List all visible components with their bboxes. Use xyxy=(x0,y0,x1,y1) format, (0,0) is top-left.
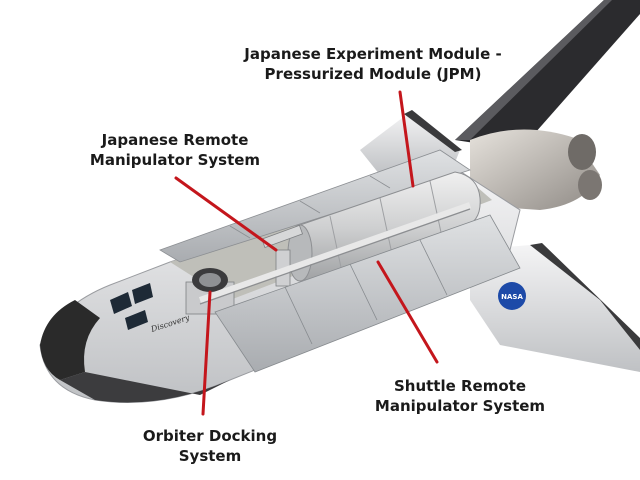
right-wing xyxy=(470,245,640,372)
door-seam xyxy=(229,225,251,239)
leader-line-ods xyxy=(201,290,212,416)
label-srms-line1: Shuttle Remote xyxy=(393,377,527,395)
label-ods: Orbiter Docking System xyxy=(110,426,310,466)
label-jrms: Japanese Remote Manipulator System xyxy=(70,130,280,170)
jpm-band xyxy=(329,215,343,273)
cockpit-window xyxy=(132,283,153,304)
payload-bay-door-upper xyxy=(159,149,471,263)
leader-line-jpm xyxy=(398,90,415,188)
jpm-band xyxy=(379,197,393,255)
srms-arm-shadow xyxy=(199,208,471,305)
jpm-band xyxy=(429,180,443,238)
door-seam xyxy=(419,239,448,296)
label-jrms-line2: Manipulator System xyxy=(89,151,261,169)
leader-line-jrms xyxy=(174,176,278,252)
srms-arm xyxy=(199,202,471,303)
label-jpm: Japanese Experiment Module - Pressurized… xyxy=(228,44,518,84)
cockpit-window xyxy=(125,310,148,330)
upper-wing-edge xyxy=(404,110,462,152)
label-ods-line1: Orbiter Docking xyxy=(142,427,278,445)
label-srms-line2: Manipulator System xyxy=(374,397,546,415)
payload-bay-door-lower xyxy=(214,214,521,373)
jrms-arm xyxy=(261,224,304,249)
vertical-tail xyxy=(455,0,640,150)
door-seam xyxy=(299,200,321,214)
door-seam xyxy=(284,286,313,345)
main-engine-bell xyxy=(578,170,602,200)
nasa-insignia xyxy=(498,282,526,310)
label-jrms-line1: Japanese Remote xyxy=(101,131,249,149)
nose-cap xyxy=(40,300,100,380)
label-jpm-line1: Japanese Experiment Module - xyxy=(244,45,502,63)
leader-line-srms xyxy=(376,260,439,364)
door-seam xyxy=(349,263,378,321)
label-srms: Shuttle Remote Manipulator System xyxy=(350,376,570,416)
engine-pod xyxy=(470,129,600,210)
door-seam xyxy=(369,175,391,189)
main-engine-bell xyxy=(568,134,596,170)
label-ods-line2: System xyxy=(178,447,242,465)
cockpit-window xyxy=(110,292,132,314)
chine-dark-tiles xyxy=(60,372,230,403)
label-jpm-line2: Pressurized Module (JPM) xyxy=(264,65,482,83)
nasa-insignia-text: NASA xyxy=(501,293,523,301)
docking-system-hatch xyxy=(199,273,221,287)
vertical-tail-edge xyxy=(455,0,612,140)
